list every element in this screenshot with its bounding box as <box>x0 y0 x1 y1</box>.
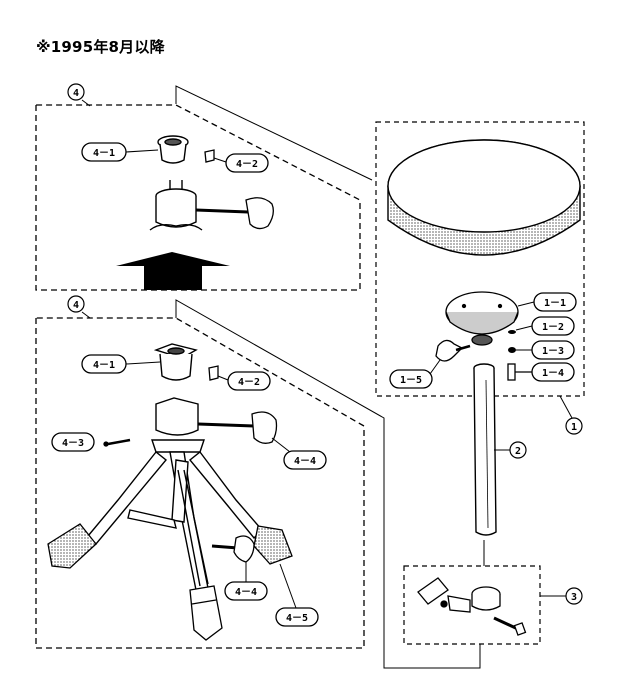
svg-text:4－1: 4－1 <box>93 360 115 371</box>
bottom-head-casting <box>151 397 205 453</box>
svg-text:4－5: 4－5 <box>286 613 308 624</box>
seat-post-tube <box>473 363 497 536</box>
tripod-base <box>87 451 263 591</box>
label-b-4-1: 4－1 <box>81 354 161 374</box>
callout-4-bottom: 4 <box>67 295 91 319</box>
label-s-1-3: 1－3 <box>531 340 575 360</box>
seat-cushion <box>387 139 581 256</box>
callout-1: 1 <box>559 395 583 435</box>
svg-text:1－1: 1－1 <box>544 298 566 309</box>
svg-text:1: 1 <box>571 422 577 433</box>
top-bushing-4-1 <box>157 135 189 164</box>
leader-line-top <box>175 85 373 181</box>
label-s-1-2: 1－2 <box>531 316 575 336</box>
label-t-4-1: 4－1 <box>81 142 159 162</box>
label-b-4-5: 4－5 <box>275 563 319 627</box>
diagram-title: ※1995年8月以降 <box>36 38 165 56</box>
bottom-wing-bolt-lower <box>211 535 255 563</box>
svg-text:4－2: 4－2 <box>238 377 260 388</box>
bottom-bushing-4-1 <box>153 343 198 381</box>
label-s-1-5: 1－5 <box>389 359 441 389</box>
group-4-bottom-outline <box>35 317 365 649</box>
svg-text:1－4: 1－4 <box>542 368 564 379</box>
rubber-foot-left <box>47 523 97 569</box>
washer-1-2 <box>508 325 533 334</box>
callout-4-bottom-text: 4 <box>73 300 79 311</box>
svg-text:4－2: 4－2 <box>236 159 258 170</box>
direction-arrow-up <box>116 252 230 290</box>
clamp-group-outline <box>403 565 541 645</box>
label-b-4-4b: 4－4 <box>224 562 268 601</box>
seat-plate-1-1 <box>445 291 519 346</box>
bottom-wing-bolt-upper <box>197 411 278 444</box>
callout-3: 3 <box>540 587 583 605</box>
svg-text:4－3: 4－3 <box>62 438 84 449</box>
top-wing-bolt <box>195 197 274 230</box>
rubber-foot-front <box>189 585 223 641</box>
svg-text:3: 3 <box>571 592 577 603</box>
label-s-1-1: 1－1 <box>517 292 577 312</box>
callout-4-top: 4 <box>67 83 91 107</box>
callout-2: 2 <box>494 441 527 459</box>
top-clip-4-2 <box>204 149 215 163</box>
label-b-4-2: 4－2 <box>217 371 271 391</box>
svg-text:2: 2 <box>515 446 521 457</box>
clamp-assembly <box>417 577 527 636</box>
nut-1-3 <box>508 347 532 353</box>
screw-1-4 <box>507 363 532 381</box>
label-s-1-4: 1－4 <box>531 362 575 382</box>
top-head-casting <box>149 180 203 231</box>
group-4-top-outline <box>35 104 361 291</box>
svg-text:1－3: 1－3 <box>542 346 564 357</box>
svg-text:4－4: 4－4 <box>235 587 257 598</box>
wing-knob-1-5 <box>435 339 471 362</box>
svg-text:4－1: 4－1 <box>93 148 115 159</box>
svg-text:4－4: 4－4 <box>294 456 316 467</box>
label-b-4-4a: 4－4 <box>271 437 327 470</box>
bottom-clip-4-2 <box>208 365 219 381</box>
callout-4-top-text: 4 <box>73 88 79 99</box>
svg-text:1－2: 1－2 <box>542 322 564 333</box>
leader-line-bottom <box>175 299 481 669</box>
small-screw-4-3 <box>103 438 131 447</box>
label-b-4-3: 4－3 <box>51 432 95 452</box>
svg-text:1－5: 1－5 <box>400 375 422 386</box>
label-t-4-2: 4－2 <box>213 153 269 173</box>
rubber-foot-right <box>253 525 293 565</box>
